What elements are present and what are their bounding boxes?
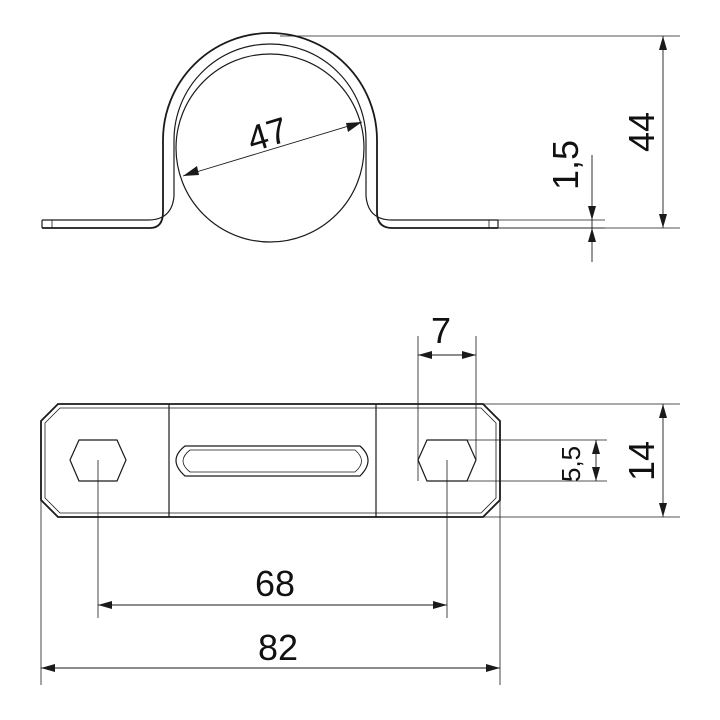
- plan-view: [40, 403, 501, 518]
- center-slot: [175, 445, 369, 477]
- center-slot-inner: [182, 449, 362, 473]
- dimension-depth: 14: [483, 403, 680, 518]
- side-view: [41, 32, 499, 243]
- clamp-strap-outer: [42, 32, 498, 229]
- dimension-diameter-label: 47: [242, 109, 292, 160]
- dimension-slot-height-label: 5,5: [556, 446, 586, 482]
- plan-outline-inner: [44, 407, 497, 514]
- clamp-strap-inner: [42, 43, 498, 221]
- dimension-length-label: 82: [258, 627, 298, 668]
- dimension-height: 44: [280, 35, 680, 229]
- dimension-slot-height: 5,5: [467, 439, 607, 482]
- plan-outline: [40, 403, 501, 518]
- pipe-circle: [175, 53, 365, 243]
- dimension-slot-width: 7: [417, 310, 477, 481]
- dimension-thickness: 1,5: [498, 140, 605, 262]
- dimension-length: 82: [40, 500, 501, 685]
- dimension-hole-spacing-label: 68: [255, 563, 295, 604]
- dimension-diameter: 47: [182, 109, 363, 177]
- dimension-slot-width-label: 7: [431, 310, 451, 351]
- dimension-thickness-label: 1,5: [545, 140, 586, 190]
- dimension-hole-spacing: 68: [97, 460, 448, 618]
- dimension-depth-label: 14: [621, 441, 662, 481]
- left-mounting-hole: [69, 439, 127, 482]
- dimension-height-label: 44: [621, 112, 662, 152]
